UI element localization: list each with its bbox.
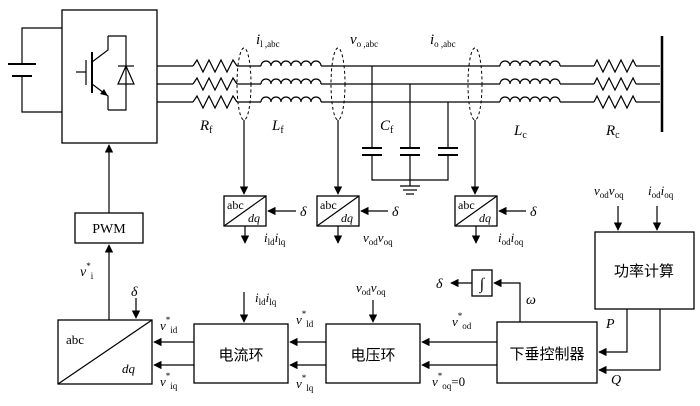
voq-star-label: v*oq=0 xyxy=(432,371,465,391)
power-calc-label: 功率计算 xyxy=(614,262,674,280)
svg-text:dq: dq xyxy=(341,211,353,225)
delta-label-inverse-park: δ xyxy=(131,285,138,300)
dc-source xyxy=(8,27,62,113)
voltage-loop-label: 电压环 xyxy=(350,346,395,364)
svg-text:dq: dq xyxy=(248,211,260,225)
svg-text:dq: dq xyxy=(122,361,136,376)
delta-label-integrator: δ xyxy=(436,277,443,292)
park-transform-il: abc dq xyxy=(223,195,267,227)
droop-controller-label: 下垂控制器 xyxy=(509,345,584,363)
pwm-block xyxy=(74,212,144,244)
inverter-bridge xyxy=(61,9,158,144)
lc-label: Lc xyxy=(513,123,527,141)
phase-line-a xyxy=(157,58,660,74)
viq-star-label: v*iq xyxy=(160,371,178,391)
io-abc-label: io ,abc xyxy=(430,32,456,49)
droop-controller-block xyxy=(496,321,598,384)
delta-label-vo: δ xyxy=(392,205,399,220)
filter-capacitors xyxy=(362,66,458,195)
rf-label: Rf xyxy=(199,118,213,136)
vo-abc-label: vo ,abc xyxy=(350,32,378,49)
current-loop-label: 电流环 xyxy=(218,346,263,364)
integrator-label: ∫ xyxy=(479,276,486,294)
omega-to-integrator-arrow xyxy=(493,278,521,322)
svg-text:abc: abc xyxy=(320,198,337,212)
ild-ilq-current-loop-label: ildilq xyxy=(255,290,277,307)
cf-label: Cf xyxy=(380,118,394,136)
P-to-droop-arrow xyxy=(598,309,628,357)
Q-to-droop-arrow xyxy=(598,309,661,375)
il-abc-label: il ,abc xyxy=(256,32,280,49)
phase-line-b xyxy=(157,76,660,92)
phase-line-c xyxy=(157,94,660,110)
voltage-sensor-vo xyxy=(330,47,346,121)
omega-label: ω xyxy=(526,293,536,308)
inverse-park-transform: abc dq xyxy=(57,319,153,385)
vid-star-label: v*id xyxy=(160,315,178,335)
rc-label: Rc xyxy=(605,123,620,141)
P-label: P xyxy=(605,317,615,332)
vod-star-label: v*od xyxy=(452,311,472,331)
vod-voq-voltage-loop-label: vodvoq xyxy=(356,280,386,297)
svg-text:abc: abc xyxy=(227,198,244,212)
svg-text:abc: abc xyxy=(458,198,475,212)
ilq-star-label: v*lq xyxy=(296,373,314,393)
svg-text:abc: abc xyxy=(66,332,84,347)
vod-voq-power-label: vodvoq xyxy=(594,183,624,200)
delta-label-il: δ xyxy=(300,205,307,220)
Q-label: Q xyxy=(611,373,621,388)
pwm-label: PWM xyxy=(92,222,126,237)
current-sensor-il xyxy=(236,47,252,121)
power-calc-block xyxy=(594,231,695,310)
ild-ilq-label: ildilq xyxy=(264,230,286,247)
delta-label-io: δ xyxy=(530,205,537,220)
current-loop-block xyxy=(193,323,289,384)
current-sensor-io xyxy=(467,47,483,121)
park-transform-vo: abc dq xyxy=(316,195,360,227)
iod-ioq-sensor-label: iodioq xyxy=(498,230,524,247)
lf-label: Lf xyxy=(271,118,284,136)
vod-voq-sensor-label: vodvoq xyxy=(363,230,393,247)
park-transform-io: abc dq xyxy=(454,195,498,227)
iod-ioq-power-label: iodioq xyxy=(648,183,674,200)
svg-text:dq: dq xyxy=(479,211,491,225)
ild-star-label: v*ld xyxy=(296,309,314,329)
voltage-loop-block xyxy=(325,323,421,384)
vi-star-label: v*i xyxy=(80,261,94,281)
